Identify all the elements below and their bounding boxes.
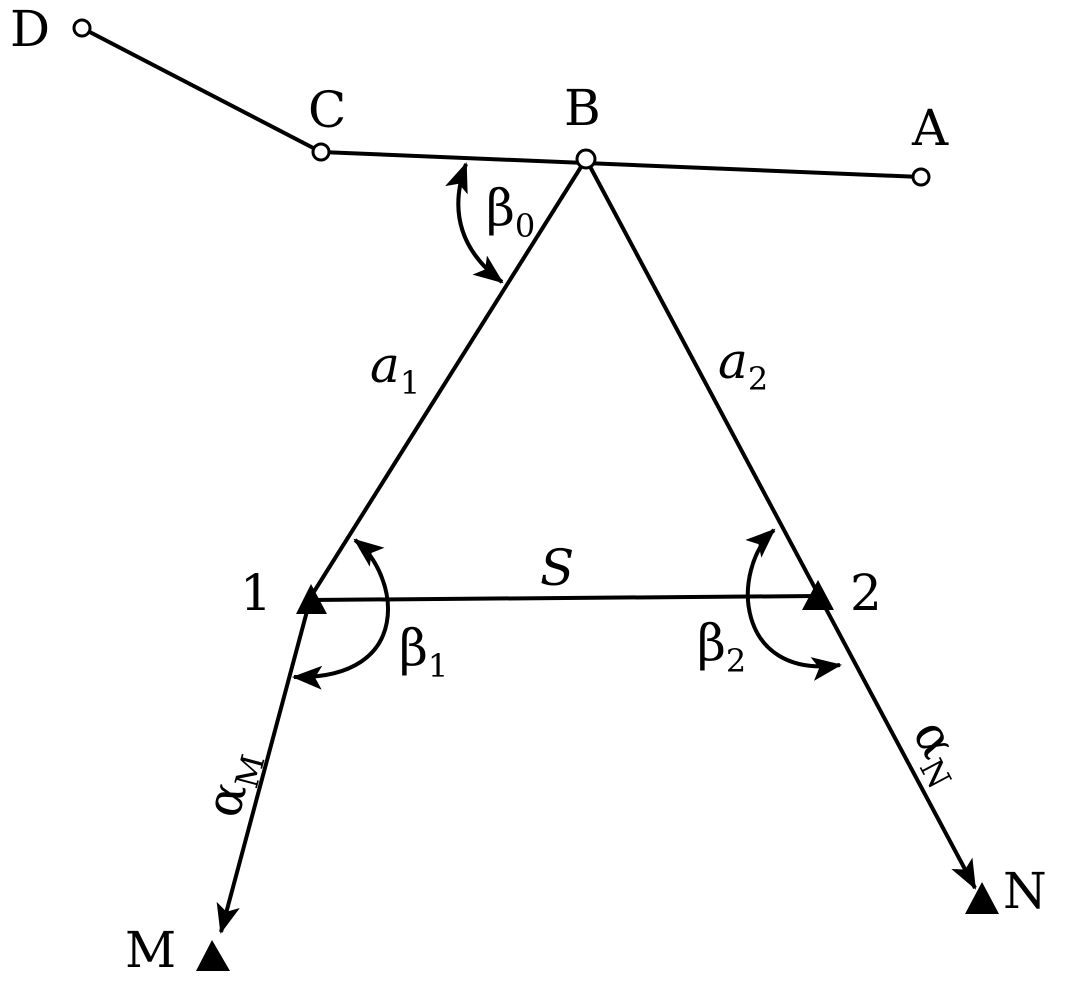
label-N: N bbox=[1003, 862, 1047, 920]
angle-arc-beta0 bbox=[445, 162, 504, 284]
label-A: A bbox=[911, 99, 949, 157]
label-beta0: β0 bbox=[486, 179, 535, 245]
angle-arc-beta1 bbox=[292, 538, 390, 690]
point-N-triangle bbox=[965, 882, 999, 914]
side-a1 bbox=[308, 157, 588, 600]
label-S: S bbox=[540, 539, 574, 597]
label-a1: a1 bbox=[370, 336, 420, 402]
base-S bbox=[309, 594, 819, 602]
label-alphaN: αN bbox=[896, 710, 982, 795]
label-M: M bbox=[125, 921, 176, 979]
line-C-A bbox=[320, 150, 922, 179]
point-C-circle bbox=[311, 142, 331, 162]
point-2-triangle bbox=[802, 580, 834, 610]
label-D: D bbox=[10, 0, 50, 58]
point-1-triangle bbox=[296, 584, 327, 614]
label-B: B bbox=[564, 79, 601, 137]
point-D-circle bbox=[72, 18, 92, 38]
label-beta1: β1 bbox=[399, 619, 448, 685]
label-1: 1 bbox=[240, 564, 272, 622]
label-C: C bbox=[308, 81, 346, 139]
label-alphaM: αM bbox=[194, 744, 273, 825]
line-D-C bbox=[81, 26, 322, 154]
point-A-circle bbox=[911, 167, 931, 187]
side-a2-to-N bbox=[584, 158, 977, 890]
label-2: 2 bbox=[850, 564, 882, 622]
point-B-circle bbox=[575, 148, 597, 170]
point-M-triangle bbox=[196, 940, 230, 971]
angle-arc-beta2 bbox=[745, 528, 842, 681]
label-beta2: β2 bbox=[697, 614, 746, 680]
label-a2: a2 bbox=[718, 332, 768, 398]
